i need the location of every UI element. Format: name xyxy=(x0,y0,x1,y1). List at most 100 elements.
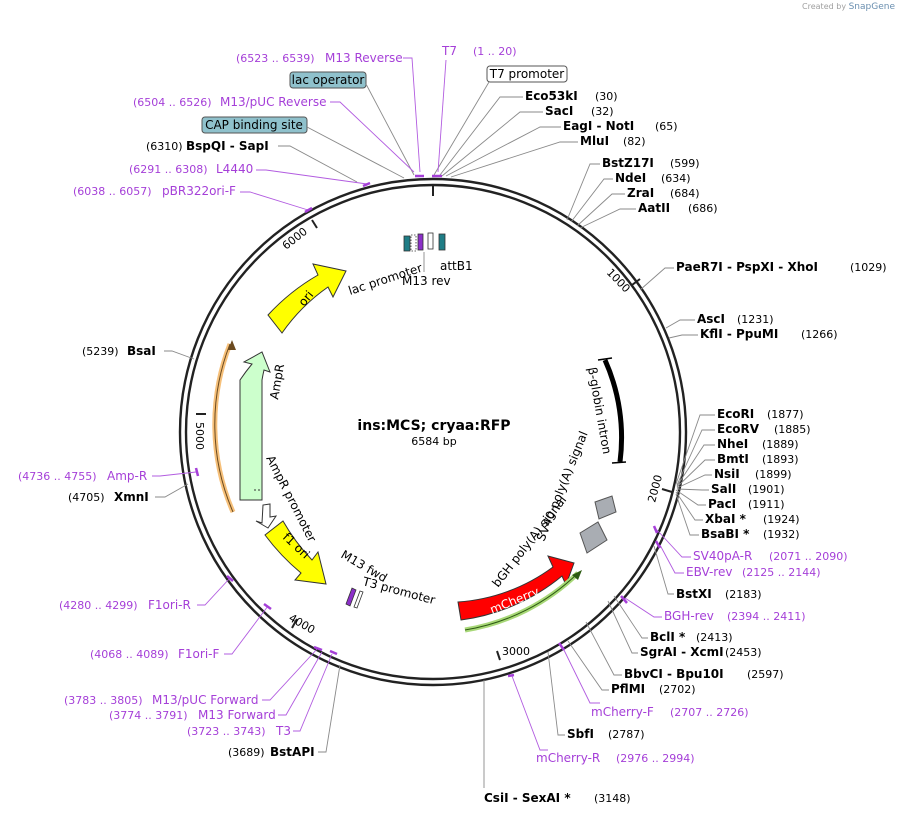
site-ndei[interactable]: NdeI (634) xyxy=(570,171,691,223)
svg-text:AscI: AscI xyxy=(697,312,725,326)
svg-text:(6038 .. 6057): (6038 .. 6057) xyxy=(73,185,152,198)
svg-text:(2071 .. 2090): (2071 .. 2090) xyxy=(769,550,848,563)
site-sali[interactable]: SalI (1901) xyxy=(676,482,785,496)
primer-mcherry-r[interactable]: mCherry-R (2976 .. 2994) xyxy=(507,673,695,765)
svg-text:(6291 .. 6308): (6291 .. 6308) xyxy=(129,163,208,176)
site-bstapi[interactable]: (3689) BstAPI xyxy=(228,664,341,759)
svg-text:M13/pUC Forward: M13/pUC Forward xyxy=(152,693,259,707)
primer-m13-puc-reverse[interactable]: (6504 .. 6526) M13/pUC Reverse xyxy=(133,95,415,173)
svg-text:EcoRV: EcoRV xyxy=(717,422,760,436)
site-kfli-ppumi[interactable]: KflI - PpuMI (1266) xyxy=(668,327,838,341)
svg-text:(2125 .. 2144): (2125 .. 2144) xyxy=(742,566,821,579)
svg-text:(599): (599) xyxy=(670,157,700,170)
svg-text:(1266): (1266) xyxy=(801,328,838,341)
primer-mcherry-f[interactable]: mCherry-F (2707 .. 2726) xyxy=(557,642,749,719)
site-eagi-noti[interactable]: EagI - NotI (65) xyxy=(445,119,678,177)
svg-text:(4736 .. 4755): (4736 .. 4755) xyxy=(18,470,97,483)
svg-text:BsaI: BsaI xyxy=(127,344,156,358)
site-nhei[interactable]: NheI (1889) xyxy=(676,437,799,487)
t3-promoter-label: T3 promoter xyxy=(360,574,437,607)
site-ecori[interactable]: EcoRI (1877) xyxy=(675,407,804,485)
svg-text:(82): (82) xyxy=(623,135,646,148)
primer-bgh-rev[interactable]: BGH-rev (2394 .. 2411) xyxy=(620,595,806,623)
svg-text:(2976 .. 2994): (2976 .. 2994) xyxy=(616,752,695,765)
site-xbai[interactable]: XbaI * (1924) xyxy=(675,491,800,526)
site-csii-sexai[interactable]: CsiI - SexAI * (3148) xyxy=(483,680,631,805)
site-aatii[interactable]: AatII (686) xyxy=(579,201,718,229)
sv40-polya-box xyxy=(594,495,617,520)
svg-text:Amp-R: Amp-R xyxy=(107,469,147,483)
site-xmni[interactable]: (4705) XmnI xyxy=(68,483,189,504)
orange-region-bar-core xyxy=(214,343,234,513)
site-mlui[interactable]: MluI (82) xyxy=(450,134,646,178)
site-bmti[interactable]: BmtI (1893) xyxy=(676,452,799,488)
svg-text:BstAPI: BstAPI xyxy=(270,745,315,759)
t7-block xyxy=(427,232,434,250)
site-zrai[interactable]: ZraI (684) xyxy=(576,186,700,227)
site-saci[interactable]: SacI (32) xyxy=(441,104,614,177)
site-sgrai-xcmi[interactable]: SgrAI - XcmI (2453) xyxy=(607,600,762,659)
m13-fwd-arrow xyxy=(345,587,357,607)
site-bsabi[interactable]: BsaBI * (1932) xyxy=(675,493,800,541)
svg-text:BclI *: BclI * xyxy=(650,630,686,644)
svg-text:(6504 .. 6526): (6504 .. 6526) xyxy=(133,96,212,109)
primer-l4440[interactable]: (6291 .. 6308) L4440 xyxy=(129,162,371,188)
b-globin-intron-cap-bottom xyxy=(611,461,627,464)
mcherry-arrow xyxy=(457,555,575,621)
svg-text:L4440: L4440 xyxy=(216,162,253,176)
green-region-bar-core xyxy=(464,572,579,631)
t7-promoter-leader xyxy=(433,81,490,176)
svg-text:T3: T3 xyxy=(275,724,291,738)
credit-text: Created by xyxy=(802,2,847,11)
site-paer7i-pspxi-xhoi[interactable]: PaeR7I - PspXI - XhoI (1029) xyxy=(639,260,887,291)
primer-f1ori-r[interactable]: (4280 .. 4299) F1ori-R xyxy=(59,575,234,612)
primer-m13-forward[interactable]: (3774 .. 3791) M13 Forward xyxy=(109,651,323,722)
site-bstxi[interactable]: BstXI (2183) xyxy=(653,545,762,601)
t7-promoter-box-text: T7 promoter xyxy=(489,67,565,81)
svg-text:(1911): (1911) xyxy=(748,498,785,511)
site-eco53ki[interactable]: Eco53kI (30) xyxy=(439,89,618,176)
svg-text:Eco53kI: Eco53kI xyxy=(525,89,578,103)
site-pflmi[interactable]: PflMI (2702) xyxy=(567,640,696,696)
site-bsai[interactable]: (5239) BsaI xyxy=(82,344,195,360)
f1-ori-arrow xyxy=(264,520,327,585)
svg-text:(5239): (5239) xyxy=(82,345,119,358)
green-region-arrowhead xyxy=(572,570,582,580)
site-ecorv[interactable]: EcoRV (1885) xyxy=(676,422,811,486)
site-paci[interactable]: PacI (1911) xyxy=(675,489,785,511)
primer-m13-reverse[interactable]: (6523 .. 6539) M13 Reverse xyxy=(236,51,424,178)
site-bstz17i[interactable]: BstZ17I (599) xyxy=(566,156,700,221)
svg-text:(32): (32) xyxy=(591,105,614,118)
site-bbvci-bpu10i[interactable]: BbvCI - Bpu10I (2597) xyxy=(585,621,784,681)
attb1-block xyxy=(438,233,446,251)
cap-binding-leader xyxy=(306,126,405,179)
svg-text:SacI: SacI xyxy=(545,104,573,118)
primer-f1ori-f[interactable]: (4068 .. 4089) F1ori-F xyxy=(90,602,272,661)
primer-t7[interactable]: T7 (1 .. 20) xyxy=(432,44,517,178)
site-bcli[interactable]: BclI * (2413) xyxy=(613,595,733,644)
svg-text:(1901): (1901) xyxy=(748,483,785,496)
svg-text:EBV-rev: EBV-rev xyxy=(686,565,732,579)
snapgene-credit: Created by SnapGene xyxy=(802,2,895,12)
primer-sv40pa-r[interactable]: SV40pA-R (2071 .. 2090) xyxy=(652,525,848,563)
svg-text:(1885): (1885) xyxy=(774,423,811,436)
primer-t3[interactable]: (3723 .. 3743) T3 xyxy=(187,649,338,738)
primer-ebv-rev[interactable]: EBV-rev (2125 .. 2144) xyxy=(654,540,821,579)
primer-amp-r[interactable]: (4736 .. 4755) Amp-R xyxy=(18,467,200,483)
site-nsii[interactable]: NsiI (1899) xyxy=(676,467,792,489)
site-sbfi[interactable]: SbfI (2787) xyxy=(547,651,645,741)
primer-m13-puc-forward[interactable]: (3783 .. 3805) M13/pUC Forward xyxy=(64,645,323,707)
site-bspqi-sapi[interactable]: (6310) BspQI - SapI xyxy=(146,139,358,183)
site-asci[interactable]: AscI (1231) xyxy=(665,312,774,329)
svg-text:NsiI: NsiI xyxy=(714,467,740,481)
svg-text:(1 .. 20): (1 .. 20) xyxy=(473,45,517,58)
svg-text:SalI: SalI xyxy=(711,482,736,496)
svg-text:(4280 .. 4299): (4280 .. 4299) xyxy=(59,599,138,612)
primer-pbr322ori-f[interactable]: (6038 .. 6057) pBR322ori-F xyxy=(73,184,313,214)
b-globin-intron-label: β-globin intron xyxy=(585,366,614,455)
svg-text:(3783 .. 3805): (3783 .. 3805) xyxy=(64,694,143,707)
svg-text:(3723 .. 3743): (3723 .. 3743) xyxy=(187,725,266,738)
svg-text:(2597): (2597) xyxy=(747,668,784,681)
b-globin-intron-cap-top xyxy=(597,357,613,361)
